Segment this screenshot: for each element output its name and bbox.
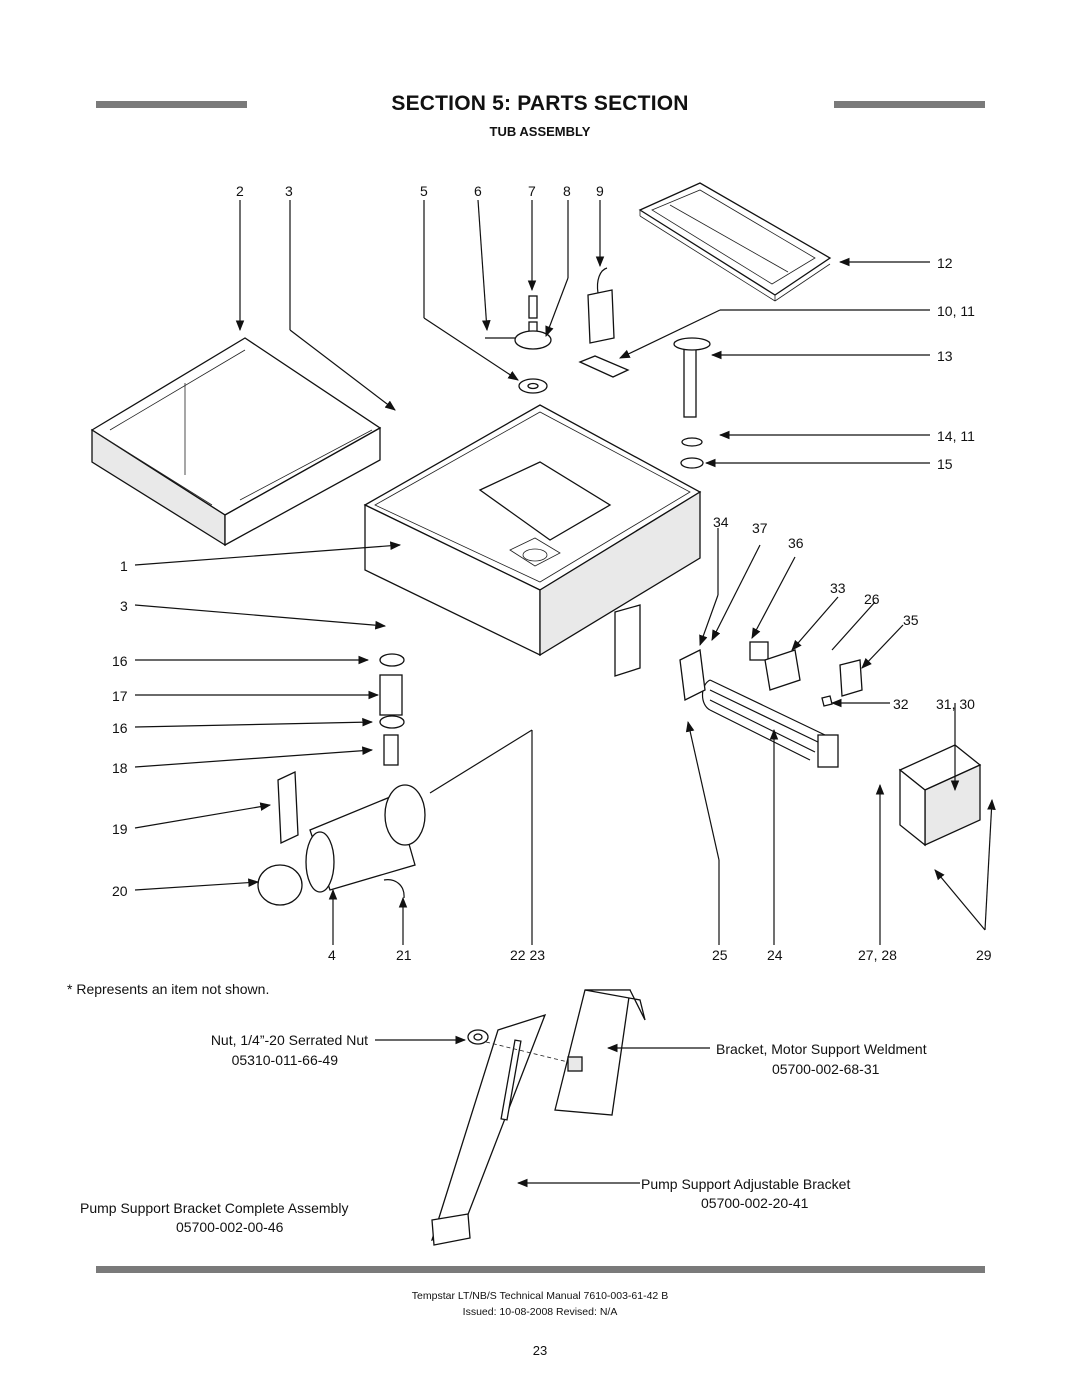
pump-hose bbox=[379, 653, 405, 766]
callout-4: 4 bbox=[328, 947, 336, 963]
page-number: 23 bbox=[532, 1343, 548, 1358]
heater-element bbox=[701, 679, 839, 768]
callout-35: 35 bbox=[903, 612, 919, 628]
pump-motor bbox=[257, 770, 426, 906]
callout-31-30: 31, 30 bbox=[936, 696, 975, 712]
callout-26: 26 bbox=[864, 591, 880, 607]
bracket-part-number: 05700-002-68-31 bbox=[772, 1061, 880, 1077]
adjustable-part-name: Pump Support Adjustable Bracket bbox=[641, 1176, 851, 1192]
callout-33: 33 bbox=[830, 580, 846, 596]
callout-13: 13 bbox=[937, 348, 953, 364]
callout-3-top: 3 bbox=[285, 183, 293, 199]
adjustable-part-number: 05700-002-20-41 bbox=[701, 1195, 809, 1211]
callout-18: 18 bbox=[112, 760, 128, 776]
assembly-subtitle: TUB ASSEMBLY bbox=[489, 124, 591, 139]
callout-10-11: 10, 11 bbox=[937, 303, 975, 319]
callout-5: 5 bbox=[420, 183, 428, 199]
bracket-part-name: Bracket, Motor Support Weldment bbox=[716, 1041, 927, 1057]
callout-3-left: 3 bbox=[120, 598, 128, 614]
callout-12: 12 bbox=[937, 255, 953, 271]
callout-15: 15 bbox=[937, 456, 953, 472]
callout-14-11: 14, 11 bbox=[937, 428, 975, 444]
callout-24: 24 bbox=[767, 947, 783, 963]
complete-assembly-number: 05700-002-00-46 bbox=[176, 1219, 284, 1235]
callout-21: 21 bbox=[396, 947, 412, 963]
overflow-box bbox=[578, 267, 630, 378]
callout-20: 20 bbox=[112, 883, 128, 899]
drain-valve-parts bbox=[485, 295, 552, 394]
callout-29: 29 bbox=[976, 947, 992, 963]
hood-shroud bbox=[90, 337, 382, 547]
callout-36: 36 bbox=[788, 535, 804, 551]
callout-17: 17 bbox=[112, 688, 128, 704]
callout-19: 19 bbox=[112, 821, 128, 837]
footer-rule bbox=[96, 1266, 985, 1273]
pump-support-bracket-drawing bbox=[430, 989, 646, 1246]
complete-assembly-name: Pump Support Bracket Complete Assembly bbox=[80, 1200, 349, 1216]
section-title: SECTION 5: PARTS SECTION bbox=[391, 92, 689, 115]
not-shown-note: * Represents an item not shown. bbox=[67, 981, 270, 997]
callout-37: 37 bbox=[752, 520, 768, 536]
overflow-pipe bbox=[673, 337, 711, 469]
footer-issued: Issued: 10-08-2008 Revised: N/A bbox=[462, 1306, 618, 1318]
electrical-components bbox=[614, 604, 863, 707]
callout-1: 1 bbox=[120, 558, 128, 574]
footer-manual: Tempstar LT/NB/S Technical Manual 7610-0… bbox=[411, 1290, 669, 1302]
callout-16-top: 16 bbox=[112, 653, 128, 669]
callout-6: 6 bbox=[474, 183, 482, 199]
callout-8: 8 bbox=[563, 183, 571, 199]
header-rule-left bbox=[96, 101, 247, 108]
callout-16-bottom: 16 bbox=[112, 720, 128, 736]
callout-27-28: 27, 28 bbox=[858, 947, 897, 963]
drain-tray bbox=[638, 182, 832, 302]
callout-9: 9 bbox=[596, 183, 604, 199]
terminal-cover bbox=[898, 744, 982, 847]
callout-25: 25 bbox=[712, 947, 728, 963]
callout-22-23: 22 23 bbox=[510, 947, 546, 963]
bottom-leader-lines bbox=[375, 1035, 710, 1188]
header-rule-right bbox=[834, 101, 985, 108]
callout-2: 2 bbox=[236, 183, 244, 199]
callout-32: 32 bbox=[893, 696, 909, 712]
tub-body bbox=[363, 404, 702, 657]
callout-34: 34 bbox=[713, 514, 729, 530]
nut-part-name: Nut, 1/4”-20 Serrated Nut bbox=[210, 1032, 368, 1048]
leader-lines bbox=[134, 199, 996, 945]
nut-part-number: 05310-011-66-49 bbox=[231, 1052, 338, 1068]
callout-7: 7 bbox=[528, 183, 536, 199]
